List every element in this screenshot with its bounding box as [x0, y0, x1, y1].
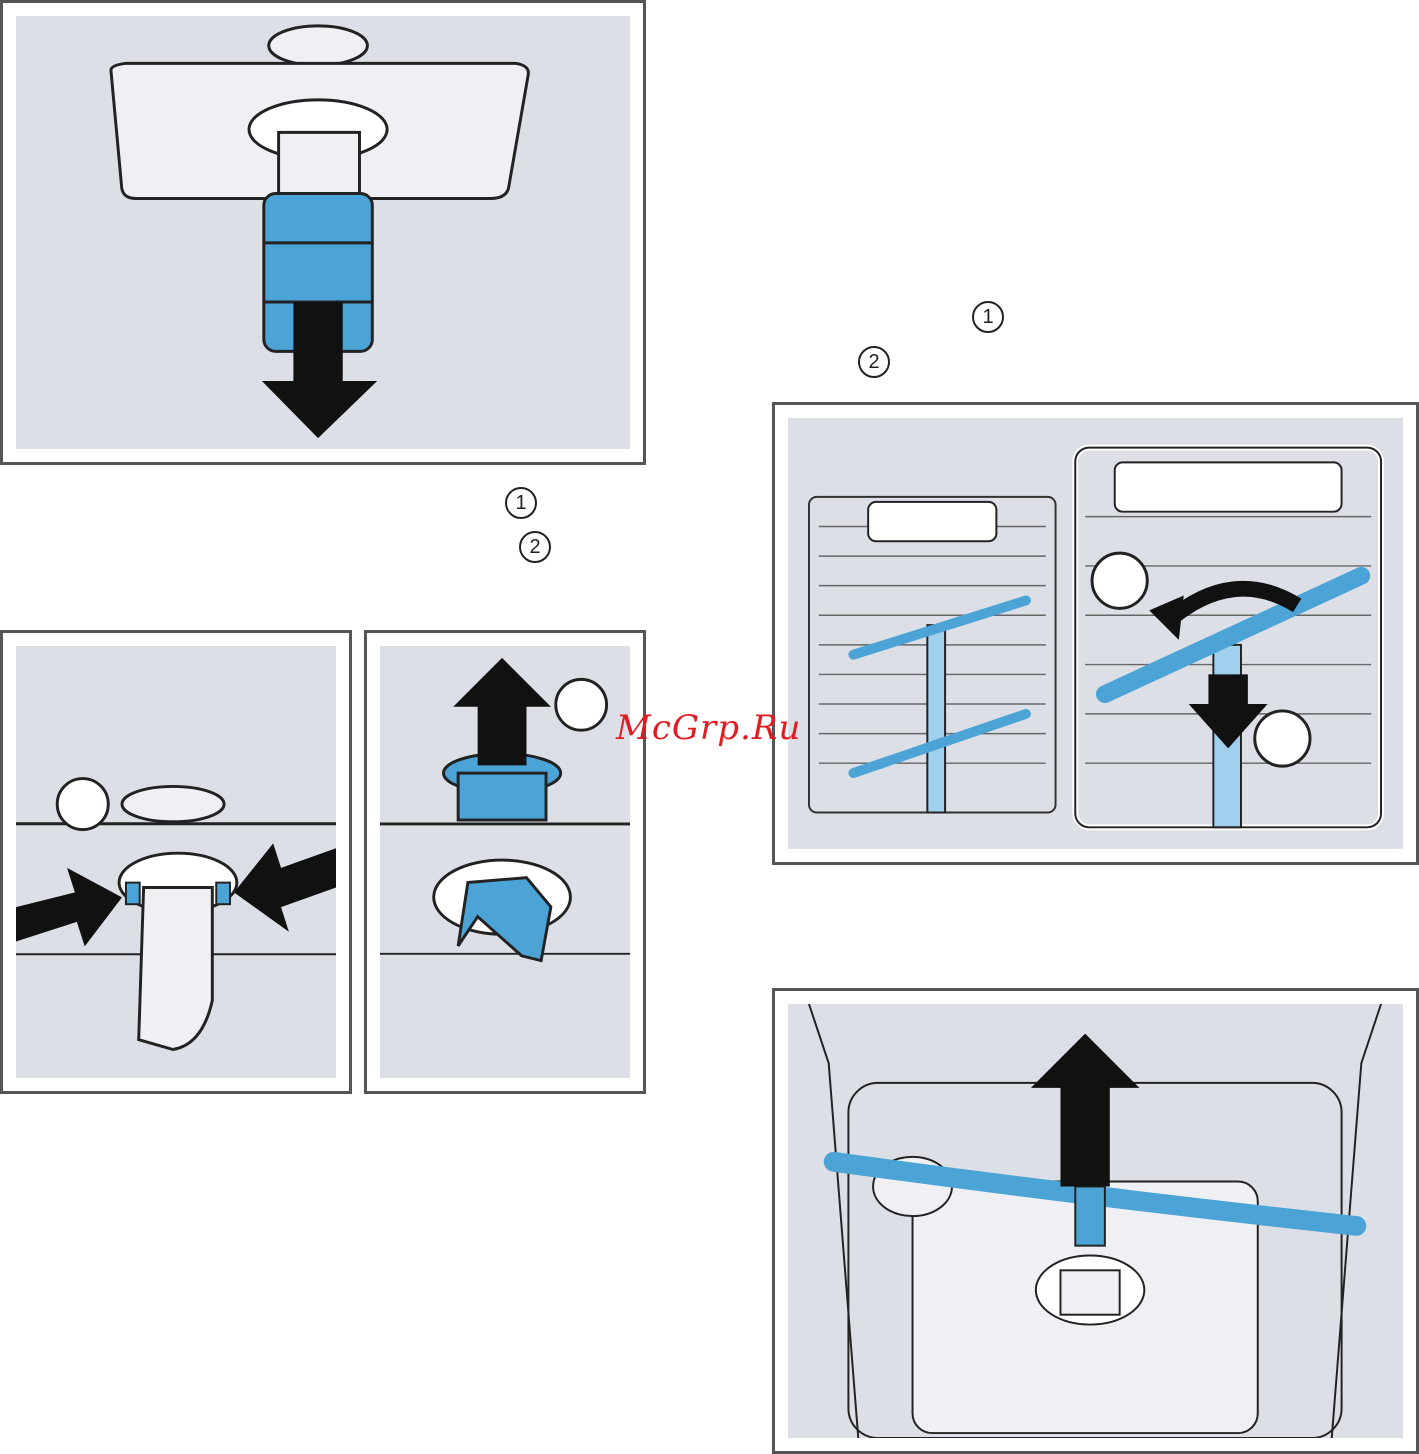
figure-pull-filter-up-canvas	[380, 646, 630, 1078]
figure-lower-spray-arm-canvas	[788, 1004, 1403, 1438]
figure-pull-filter-up	[364, 630, 646, 1094]
step-marker-1: 1	[972, 301, 1004, 333]
pull-filter-up-illustration	[380, 646, 630, 1078]
upper-spray-arm-illustration	[788, 418, 1403, 849]
step-marker-2: 2	[519, 531, 551, 563]
arrow-left-icon	[234, 843, 336, 931]
arrow-up-icon	[453, 658, 551, 765]
squeeze-tabs-illustration	[16, 646, 336, 1078]
figure-upper-spray-arm-canvas	[788, 418, 1403, 849]
watermark: McGrp.Ru	[616, 708, 801, 748]
filter-remove-illustration	[16, 16, 630, 449]
arrow-up-icon	[1031, 1034, 1140, 1187]
figure-squeeze-tabs	[0, 630, 352, 1094]
step-marker-1: 1	[505, 487, 537, 519]
arrow-right-icon	[16, 868, 122, 947]
figure-filter-remove-canvas	[16, 16, 630, 449]
step-marker-2: 2	[858, 346, 890, 378]
figure-squeeze-tabs-canvas	[16, 646, 336, 1078]
figure-lower-spray-arm	[772, 988, 1419, 1454]
figure-upper-spray-arm	[772, 402, 1419, 865]
figure-filter-remove	[0, 0, 646, 465]
lower-spray-arm-illustration	[788, 1004, 1403, 1438]
